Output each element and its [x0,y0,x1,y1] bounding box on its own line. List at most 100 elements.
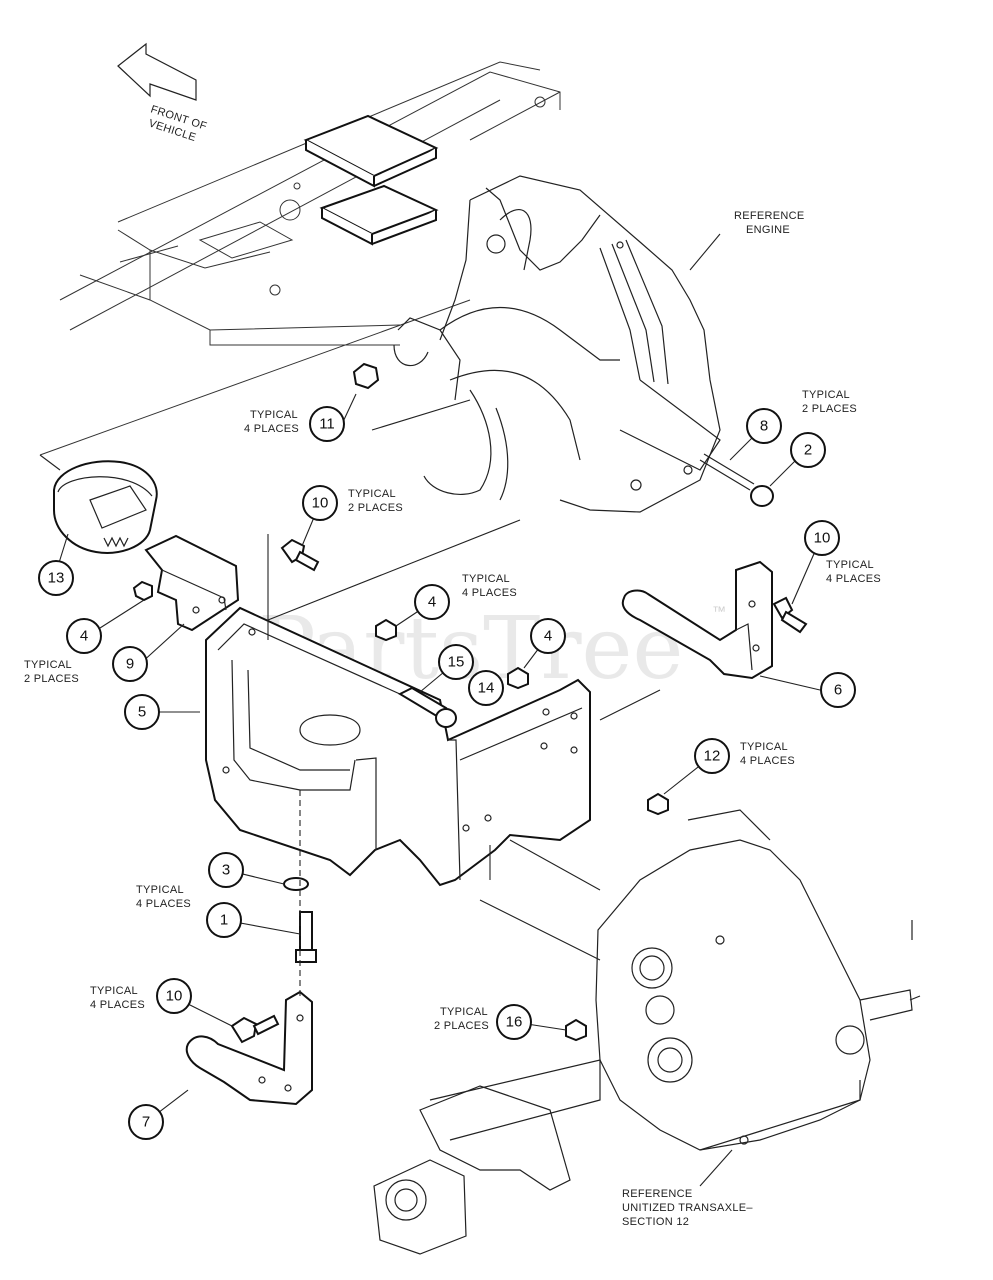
callout-10-lower[interactable]: 10 [156,978,192,1014]
lower-left-bracket-drawing [185,990,313,1106]
svg-text:TYPICAL: TYPICAL [462,573,510,585]
heat-shield-drawing [144,534,240,632]
right-bracket-drawing [621,560,773,680]
svg-text:4 PLACES: 4 PLACES [740,755,795,767]
svg-text:4 PLACES: 4 PLACES [462,587,517,599]
svg-text:13: 13 [48,570,65,587]
callout-2[interactable]: 2 [790,432,826,468]
isolator-pad-upper [303,114,439,188]
svg-text:4 PLACES: 4 PLACES [826,573,881,585]
callout-4-left[interactable]: 4 [66,618,102,654]
vehicle-frame-drawing [39,61,561,456]
svg-text:10: 10 [166,988,183,1005]
svg-text:4: 4 [80,628,88,645]
callout-11[interactable]: 11 [309,406,345,442]
bolt-item-15-drawing [397,686,457,728]
svg-text:ENGINE: ENGINE [746,224,790,236]
svg-text:TYPICAL: TYPICAL [24,659,72,671]
bolt-item-10-top-drawing [280,538,320,572]
callout-4-center[interactable]: 4 [414,584,450,620]
bolt-item-8-drawing [699,453,755,491]
callout-9[interactable]: 9 [112,646,148,682]
front-direction-arrow-icon [117,42,197,101]
callout-1[interactable]: 1 [206,902,242,938]
svg-text:14: 14 [478,680,495,697]
svg-text:REFERENCE: REFERENCE [734,210,805,222]
callout-4-right[interactable]: 4 [530,618,566,654]
callout-10-right[interactable]: 10 [804,520,840,556]
svg-text:4 PLACES: 4 PLACES [244,423,299,435]
callout-6[interactable]: 6 [820,672,856,708]
callout-5[interactable]: 5 [124,694,160,730]
callout-15[interactable]: 15 [438,644,474,680]
isolator-pad-lower [319,184,439,246]
svg-text:2 PLACES: 2 PLACES [434,1020,489,1032]
svg-text:15: 15 [448,654,465,671]
svg-text:4 PLACES: 4 PLACES [136,898,191,910]
svg-text:TYPICAL: TYPICAL [802,389,850,401]
note-typical-item-10-top: TYPICAL 2 PLACES [348,488,403,514]
note-typical-item-8: TYPICAL 2 PLACES [802,389,857,415]
svg-text:TYPICAL: TYPICAL [440,1006,488,1018]
svg-text:TYPICAL: TYPICAL [136,884,184,896]
svg-text:10: 10 [312,495,329,512]
svg-text:10: 10 [814,530,831,547]
svg-text:4: 4 [428,594,436,611]
callout-3[interactable]: 3 [208,852,244,888]
callout-16[interactable]: 16 [496,1004,532,1040]
svg-text:7: 7 [142,1114,150,1131]
callout-13[interactable]: 13 [38,560,74,596]
svg-text:4: 4 [544,628,552,645]
bolt-item-10-lower-drawing [230,1014,280,1044]
svg-text:2: 2 [804,442,812,459]
nut-item-12-drawing [647,792,669,816]
callout-8[interactable]: 8 [746,408,782,444]
svg-text:2 PLACES: 2 PLACES [24,673,79,685]
svg-text:3: 3 [222,862,230,879]
reference-transaxle-drawing [373,809,921,1255]
svg-text:2 PLACES: 2 PLACES [348,502,403,514]
front-of-vehicle-label: FRONT OF VEHICLE [147,103,208,144]
callout-7[interactable]: 7 [128,1104,164,1140]
callout-12[interactable]: 12 [694,738,730,774]
note-reference-transaxle: REFERENCE UNITIZED TRANSAXLE– SECTION 12 [622,1188,753,1228]
svg-text:REFERENCE: REFERENCE [622,1188,693,1200]
svg-text:TYPICAL: TYPICAL [348,488,396,500]
svg-text:1: 1 [220,912,228,929]
svg-text:4 PLACES: 4 PLACES [90,999,145,1011]
svg-text:9: 9 [126,656,134,673]
nut-item-4-left-drawing [132,580,153,602]
note-reference-engine: REFERENCE ENGINE [734,210,805,236]
svg-text:SECTION 12: SECTION 12 [622,1216,689,1228]
assembly-guide-lines [39,399,661,1000]
watermark-trademark: ™ [712,603,726,619]
washer-item-2-drawing [750,485,774,507]
note-typical-item-16: TYPICAL 2 PLACES [434,1006,489,1032]
svg-text:UNITIZED TRANSAXLE–: UNITIZED TRANSAXLE– [622,1202,753,1214]
note-typical-item-12: TYPICAL 4 PLACES [740,741,795,767]
svg-text:8: 8 [760,418,768,435]
bolt-item-1-drawing [295,911,317,963]
svg-text:11: 11 [319,416,335,433]
washer-item-3-drawing [283,877,309,891]
nut-item-11-drawing [352,362,380,390]
muffler-drawing [53,460,158,554]
reference-engine-drawing [393,175,721,513]
note-typical-item-10-right: TYPICAL 4 PLACES [826,559,881,585]
note-typical-item-10-lower: TYPICAL 4 PLACES [90,985,145,1011]
svg-text:TYPICAL: TYPICAL [826,559,874,571]
svg-text:5: 5 [138,704,146,721]
note-typical-item-4-center: TYPICAL 4 PLACES [462,573,517,599]
bolt-item-10-right-drawing [772,596,808,634]
svg-text:TYPICAL: TYPICAL [90,985,138,997]
svg-text:16: 16 [506,1014,523,1031]
svg-text:6: 6 [834,682,842,699]
callout-14[interactable]: 14 [468,670,504,706]
nut-item-4-center-drawing [375,618,397,642]
callout-10-top[interactable]: 10 [302,485,338,521]
nut-item-16-drawing [565,1018,587,1042]
svg-text:TYPICAL: TYPICAL [740,741,788,753]
svg-text:TYPICAL: TYPICAL [250,409,298,421]
